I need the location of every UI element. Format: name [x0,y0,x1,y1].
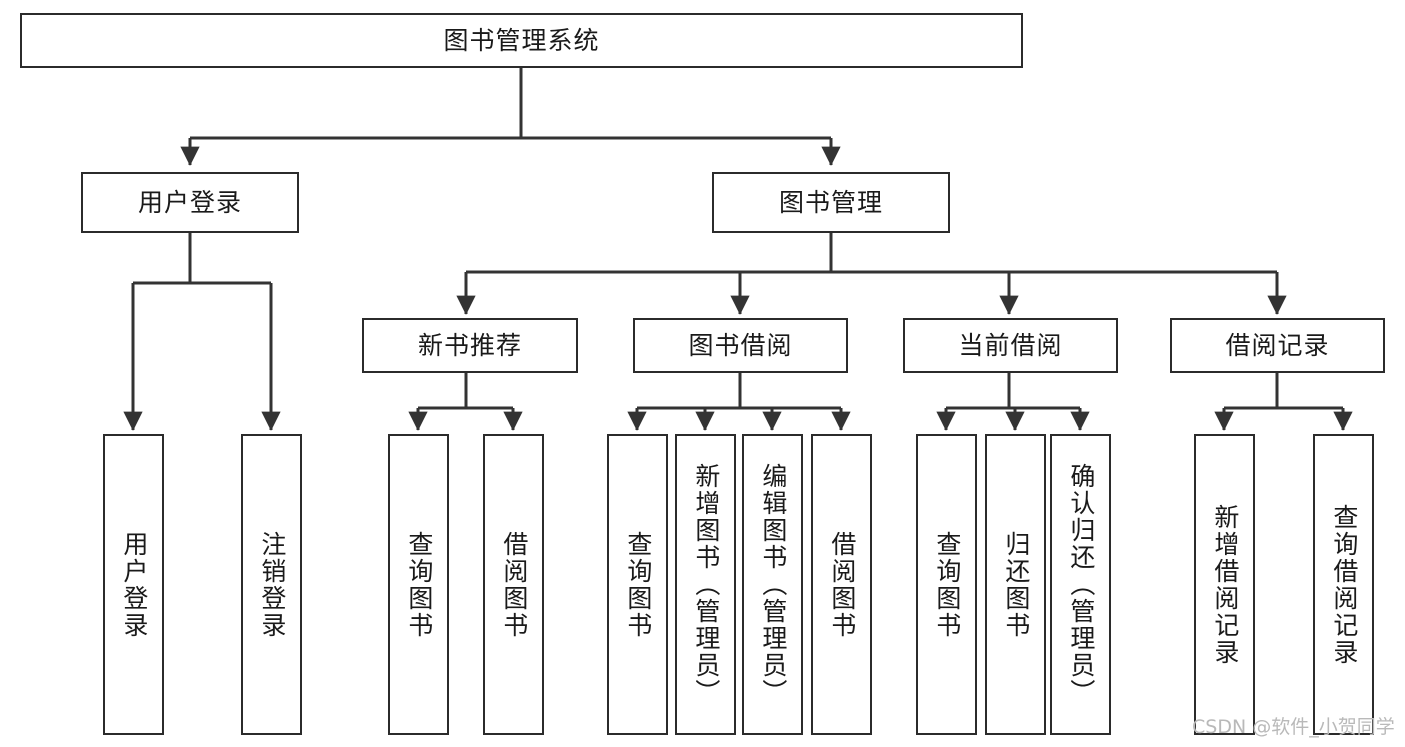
node-leaf-query-book-3-label: 查询图书 [932,530,962,639]
node-leaf-borrow-book-2[interactable]: 借阅图书 [811,434,872,735]
node-leaf-add-book[interactable]: 新增图书（管理员） [675,434,736,735]
node-book-borrow[interactable]: 图书借阅 [633,318,848,373]
node-borrow-record[interactable]: 借阅记录 [1170,318,1385,373]
node-current-borrow-label: 当前借阅 [958,330,1063,360]
node-leaf-query-book-1-label: 查询图书 [404,530,434,639]
node-leaf-borrow-book-1[interactable]: 借阅图书 [483,434,544,735]
node-book-management[interactable]: 图书管理 [712,172,950,233]
node-root-label: 图书管理系统 [443,25,600,55]
node-leaf-logout-label: 注销登录 [257,530,287,639]
node-leaf-user-login-label: 用户登录 [119,530,149,639]
node-leaf-edit-book[interactable]: 编辑图书（管理员） [742,434,803,735]
node-new-book-recommend[interactable]: 新书推荐 [362,318,578,373]
node-leaf-query-record-label: 查询借阅记录 [1329,503,1359,666]
node-leaf-add-record-label: 新增借阅记录 [1210,503,1240,666]
node-new-book-recommend-label: 新书推荐 [417,330,522,360]
node-leaf-return-book-label: 归还图书 [1001,530,1031,639]
watermark: CSDN @软件_小贺同学 [1192,716,1395,738]
node-borrow-record-label: 借阅记录 [1225,330,1330,360]
node-leaf-user-login[interactable]: 用户登录 [103,434,164,735]
node-root[interactable]: 图书管理系统 [20,13,1023,68]
node-book-management-label: 图书管理 [778,187,883,217]
node-user-login-label: 用户登录 [137,187,242,217]
node-leaf-add-record[interactable]: 新增借阅记录 [1194,434,1255,735]
node-book-borrow-label: 图书借阅 [688,330,793,360]
node-leaf-edit-book-label: 编辑图书（管理员） [758,463,788,706]
node-leaf-borrow-book-1-label: 借阅图书 [499,530,529,639]
node-leaf-borrow-book-2-label: 借阅图书 [827,530,857,639]
node-leaf-query-book-2-label: 查询图书 [623,530,653,639]
node-leaf-return-book[interactable]: 归还图书 [985,434,1046,735]
node-leaf-query-record[interactable]: 查询借阅记录 [1313,434,1374,735]
node-leaf-confirm-return[interactable]: 确认归还（管理员） [1050,434,1111,735]
node-leaf-confirm-return-label: 确认归还（管理员） [1066,463,1096,706]
node-leaf-query-book-3[interactable]: 查询图书 [916,434,977,735]
node-leaf-query-book-2[interactable]: 查询图书 [607,434,668,735]
node-current-borrow[interactable]: 当前借阅 [903,318,1118,373]
node-leaf-logout[interactable]: 注销登录 [241,434,302,735]
node-user-login[interactable]: 用户登录 [81,172,299,233]
node-leaf-query-book-1[interactable]: 查询图书 [388,434,449,735]
node-leaf-add-book-label: 新增图书（管理员） [691,463,721,706]
